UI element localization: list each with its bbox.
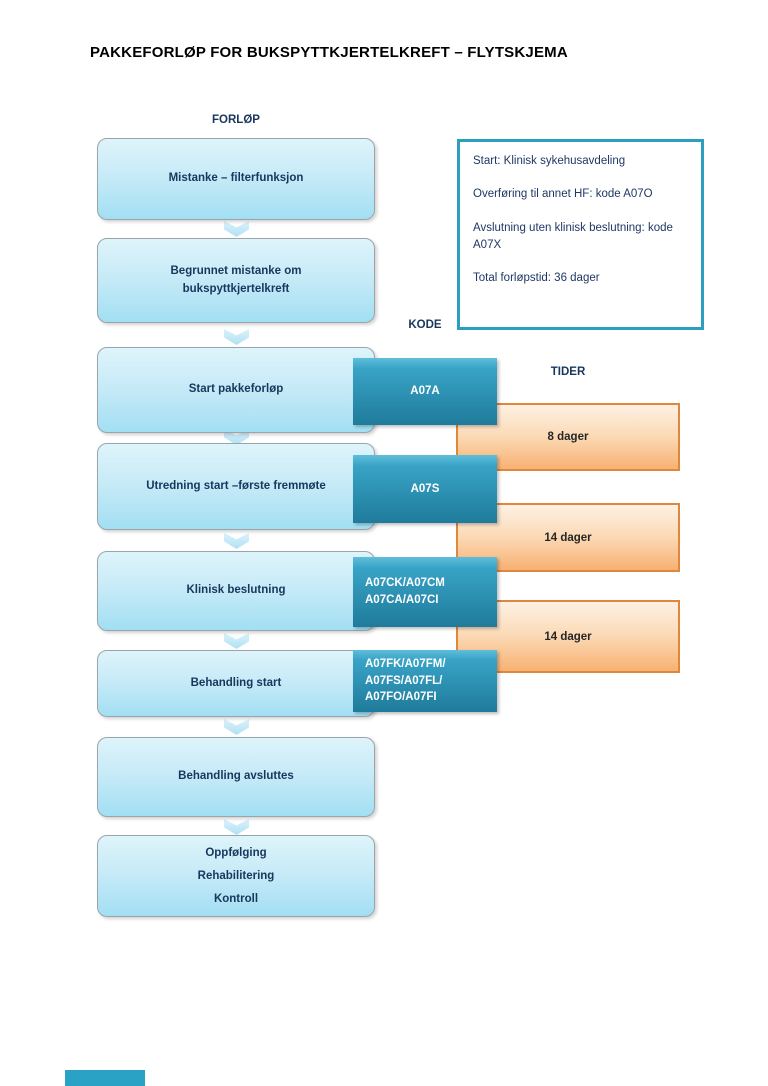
info-line-start: Start: Klinisk sykehusavdeling — [473, 155, 626, 167]
arrow-down-icon — [224, 221, 249, 237]
code-box-a07f: A07FK/A07FM/ A07FS/A07FL/ A07FO/A07FI — [353, 650, 497, 712]
info-box: Start: Klinisk sykehusavdeling Overførin… — [457, 139, 704, 330]
flow-step-klinisk-beslutning: Klinisk beslutning — [97, 551, 375, 631]
flow-step-utredning-start: Utredning start –første fremmøte — [97, 443, 375, 530]
code-box-a07c: A07CK/A07CM A07CA/A07CI — [353, 557, 497, 627]
info-line-transfer: Overføring til annet HF: kode A07O — [473, 188, 653, 201]
arrow-down-icon — [224, 819, 249, 835]
code-box-a07s: A07S — [353, 455, 497, 523]
arrow-down-icon — [224, 533, 249, 549]
column-label-kode: KODE — [408, 319, 442, 331]
footer-accent-bar — [65, 1070, 145, 1086]
flow-step-begrunnet-mistanke: Begrunnet mistanke om bukspyttkjertelkre… — [97, 238, 375, 323]
flow-step-oppfolging: Oppfølging Rehabilitering Kontroll — [97, 835, 375, 917]
flow-step-start-pakkeforlop: Start pakkeforløp — [97, 347, 375, 433]
info-line-total-time: Total forløpstid: 36 dager — [473, 272, 600, 284]
flow-step-behandling-avsluttes: Behandling avsluttes — [97, 737, 375, 817]
flow-step-behandling-start: Behandling start — [97, 650, 375, 717]
arrow-down-icon — [224, 719, 249, 735]
flow-step-mistanke: Mistanke – filterfunksjon — [97, 138, 375, 220]
arrow-down-icon — [224, 633, 249, 649]
arrow-down-icon — [224, 429, 249, 445]
code-box-a07a: A07A — [353, 358, 497, 425]
column-label-forlop: FORLØP — [212, 114, 260, 126]
column-label-tider: TIDER — [550, 366, 586, 378]
info-line-termination: Avslutning uten klinisk beslutning: kode… — [473, 221, 673, 251]
page-title: PAKKEFORLØP FOR BUKSPYTTKJERTELKREFT – F… — [90, 44, 568, 61]
arrow-down-icon — [224, 329, 249, 345]
